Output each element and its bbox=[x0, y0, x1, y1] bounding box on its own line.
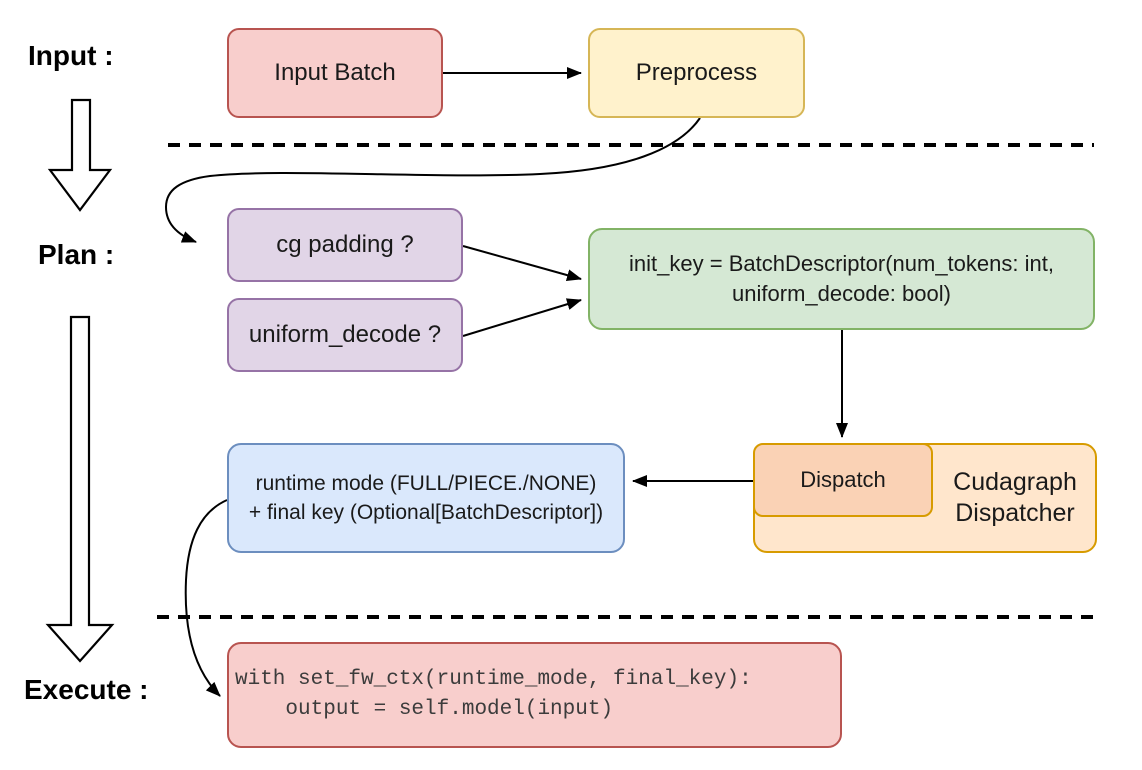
node-cg-padding: cg padding ? bbox=[227, 208, 463, 282]
arrow-cg-padding-to-init-key bbox=[462, 245, 582, 282]
node-input-batch: Input Batch bbox=[227, 28, 443, 118]
node-cg-padding-label: cg padding ? bbox=[276, 231, 414, 258]
arrow-preprocess-to-cg-padding bbox=[164, 117, 701, 243]
node-cudagraph-dispatcher-label: Cudagraph Dispatcher bbox=[933, 443, 1097, 553]
execute-code-line1: with set_fw_ctx(runtime_mode, final_key)… bbox=[235, 668, 752, 691]
node-init-key: init_key = BatchDescriptor(num_tokens: i… bbox=[588, 228, 1095, 330]
node-preprocess: Preprocess bbox=[588, 28, 805, 118]
arrow-runtime-mode-to-execute-code bbox=[184, 499, 228, 697]
execute-code-line2: output = self.model(input) bbox=[235, 698, 614, 721]
node-uniform-decode: uniform_decode ? bbox=[227, 298, 463, 372]
node-init-key-line1: init_key = BatchDescriptor(num_tokens: i… bbox=[629, 251, 1054, 276]
node-runtime-mode-line1: runtime mode (FULL/PIECE./NONE) bbox=[255, 472, 597, 495]
node-preprocess-label: Preprocess bbox=[635, 59, 758, 86]
node-runtime-mode: runtime mode (FULL/PIECE./NONE) + final … bbox=[227, 443, 625, 553]
node-execute-code: with set_fw_ctx(runtime_mode, final_key)… bbox=[227, 642, 842, 748]
node-runtime-mode-line2: + final key (Optional[BatchDescriptor]) bbox=[248, 501, 604, 524]
stage-label-plan: Plan : bbox=[38, 239, 115, 270]
node-init-key-line2: uniform_decode: bool) bbox=[732, 281, 951, 306]
arrow-uniform-decode-to-init-key bbox=[462, 298, 582, 337]
node-input-batch-label: Input Batch bbox=[274, 59, 396, 86]
node-dispatch-label: Dispatch bbox=[800, 467, 886, 492]
cudagraph-dispatcher-text: Cudagraph Dispatcher bbox=[953, 468, 1077, 527]
stage-arrow-input-to-plan-icon bbox=[47, 98, 113, 212]
stage-label-input: Input : bbox=[28, 40, 114, 71]
stage-arrow-plan-to-execute-icon bbox=[45, 315, 115, 663]
stage-label-execute: Execute : bbox=[24, 674, 149, 705]
node-dispatch: Dispatch bbox=[753, 443, 933, 517]
node-uniform-decode-label: uniform_decode ? bbox=[248, 321, 442, 348]
